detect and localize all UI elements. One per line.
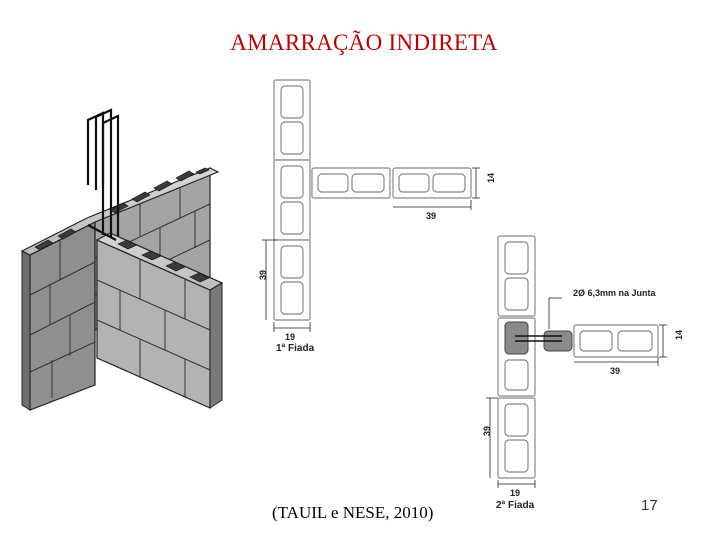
- cross-wall: [95, 232, 224, 409]
- plan-fiada-1: [273, 79, 472, 321]
- fiada1-dim-block-width: 19: [285, 332, 295, 342]
- plan-fiada-2: [497, 235, 659, 479]
- fiada1-dim-block-height: 39: [258, 270, 268, 280]
- rebar-ladder: [86, 108, 120, 241]
- fiada2-label: 2ª Fiada: [496, 500, 535, 511]
- source-citation: (TAUIL e NESE, 2010): [272, 503, 434, 522]
- fiada2-dim-block-width: 19: [510, 488, 520, 498]
- plan-fiada-2-dimensions: [486, 297, 667, 488]
- fiada2-dim-block-height: 39: [482, 426, 492, 436]
- fiada1-dim-width: 14: [486, 173, 496, 183]
- fiada1-dim-length: 39: [426, 211, 436, 221]
- fiada2-dim-width: 14: [674, 330, 684, 340]
- page-number: 17: [641, 497, 658, 514]
- slide-title: AMARRAÇÃO INDIRETA: [230, 30, 498, 55]
- fiada2-grouted-cells: [504, 321, 573, 355]
- fiada2-dim-length: 39: [610, 366, 620, 376]
- plan-fiada-1-dimensions: [262, 167, 480, 332]
- fiada1-label: 1ª Fiada: [276, 343, 315, 354]
- fiada2-rebar-note: 2Ø 6,3mm na Junta: [573, 288, 657, 298]
- isometric-wall-illustration: [20, 108, 224, 411]
